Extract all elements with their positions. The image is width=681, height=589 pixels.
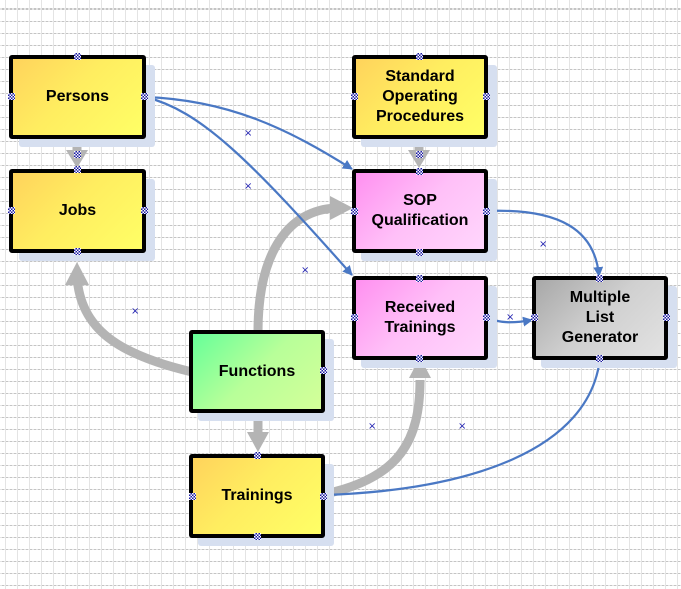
link-control-point-icon[interactable]: × xyxy=(368,421,377,432)
link-control-point-icon[interactable]: × xyxy=(244,128,253,139)
handle-jobs-left[interactable] xyxy=(8,207,15,214)
handle-persons-left[interactable] xyxy=(8,93,15,100)
handle-sop-top[interactable] xyxy=(416,53,423,60)
handle-mlg-top[interactable] xyxy=(596,275,603,282)
handle-sop-left[interactable] xyxy=(351,93,358,100)
node-multiple-list-generator[interactable]: Multiple List Generator xyxy=(532,276,668,360)
handle-trainings-right[interactable] xyxy=(320,493,327,500)
handle-persons-top[interactable] xyxy=(74,53,81,60)
handle-jobs-top[interactable] xyxy=(74,166,81,173)
handle-rt-right[interactable] xyxy=(483,314,490,321)
link-functions-sopqualification[interactable] xyxy=(253,203,337,333)
arrowhead-sopqualification-left xyxy=(330,196,353,220)
handle-rt-top[interactable] xyxy=(416,275,423,282)
handle-sop-bottom[interactable] xyxy=(416,151,423,158)
node-persons[interactable]: Persons xyxy=(9,55,146,139)
handle-trainings-left[interactable] xyxy=(189,493,196,500)
link-functions-jobs[interactable] xyxy=(72,275,194,377)
link-control-point-icon[interactable]: × xyxy=(301,265,310,276)
handle-mlg-left[interactable] xyxy=(531,314,538,321)
link-control-point-icon[interactable]: × xyxy=(244,181,253,192)
link-trainings-receivedtrainings[interactable] xyxy=(324,379,425,499)
handle-sopq-left[interactable] xyxy=(351,208,358,215)
node-sop-qualification[interactable]: SOP Qualification xyxy=(352,169,488,253)
link-control-point-icon[interactable]: × xyxy=(506,312,515,323)
handle-persons-right[interactable] xyxy=(141,93,148,100)
handle-rt-left[interactable] xyxy=(351,314,358,321)
handle-persons-bottom[interactable] xyxy=(74,151,81,158)
link-control-point-icon[interactable]: × xyxy=(131,306,140,317)
handle-trainings-bottom[interactable] xyxy=(254,533,261,540)
handle-rt-bottom[interactable] xyxy=(416,355,423,362)
handle-sop-right[interactable] xyxy=(483,93,490,100)
arrowhead-trainings xyxy=(247,432,269,452)
link-control-point-icon[interactable]: × xyxy=(539,239,548,250)
handle-sopq-top[interactable] xyxy=(416,168,423,175)
node-functions[interactable]: Functions xyxy=(189,330,325,413)
node-jobs[interactable]: Jobs xyxy=(9,169,146,253)
handle-mlg-bottom[interactable] xyxy=(596,355,603,362)
handle-sopq-bottom[interactable] xyxy=(416,249,423,256)
node-trainings[interactable]: Trainings xyxy=(189,454,325,538)
handle-functions-right[interactable] xyxy=(320,367,327,374)
node-standard-operating-procedures[interactable]: Standard Operating Procedures xyxy=(352,55,488,139)
handle-jobs-bottom[interactable] xyxy=(74,248,81,255)
link-control-point-icon[interactable]: × xyxy=(458,421,467,432)
arrowhead-jobs-bottom xyxy=(65,262,89,285)
node-received-trainings[interactable]: Received Trainings xyxy=(352,276,488,360)
handle-jobs-right[interactable] xyxy=(141,207,148,214)
handle-mlg-right[interactable] xyxy=(663,314,670,321)
handle-sopq-right[interactable] xyxy=(483,208,490,215)
handle-trainings-top[interactable] xyxy=(254,452,261,459)
